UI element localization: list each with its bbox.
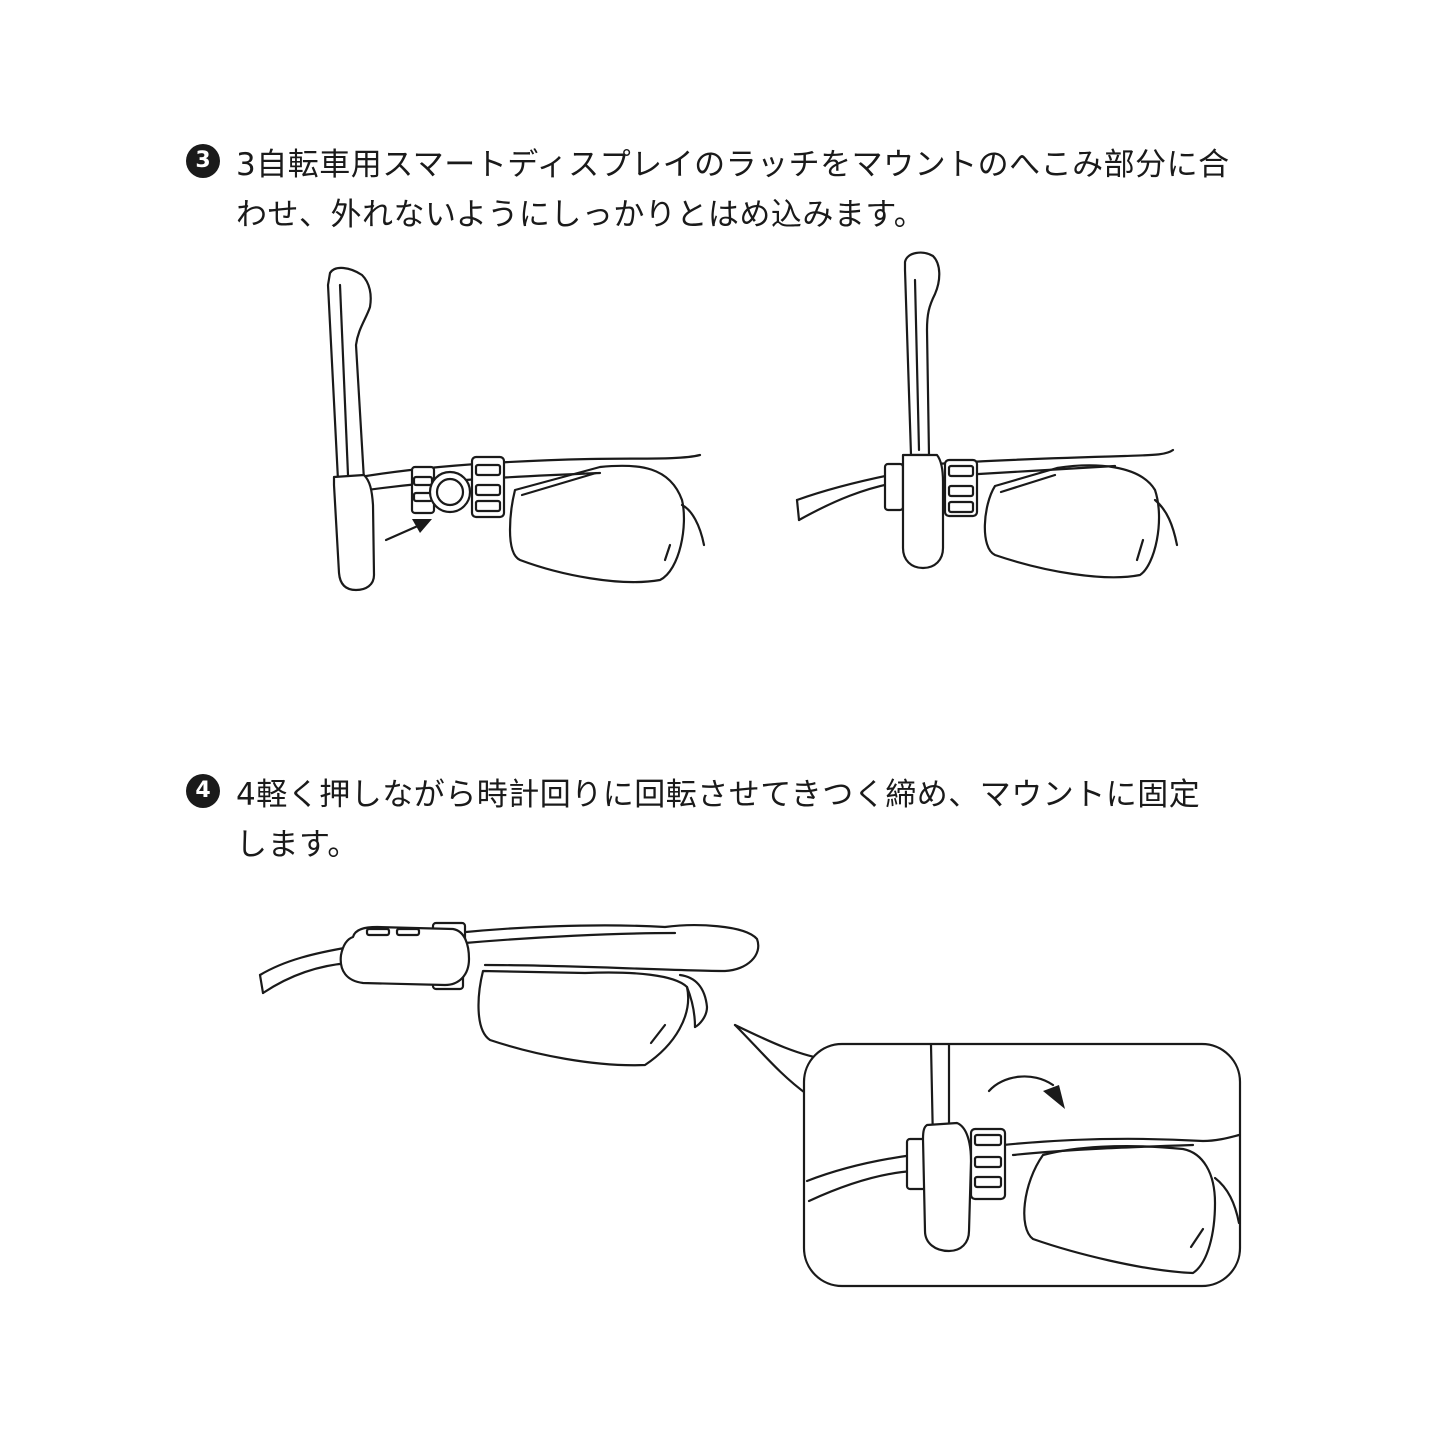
zoom-detail-panel bbox=[802, 1042, 1242, 1288]
step-3: 3 3自転車用スマートディスプレイのラッチをマウントのへこみ部分に合 わせ、外れ… bbox=[186, 140, 1296, 240]
step-3-line-1: 3自転車用スマートディスプレイのラッチをマウントのへこみ部分に合 bbox=[236, 147, 1230, 183]
step-4-illustration-glasses bbox=[258, 921, 760, 1067]
step-4-row: 4 4軽く押しながら時計回りに回転させてきつく締め、マウントに固定 します。 bbox=[186, 770, 1296, 870]
step-3-illustration-after bbox=[795, 251, 1179, 579]
step-3-line-2: わせ、外れないようにしっかりとはめ込みます。 bbox=[236, 197, 926, 233]
step-4-line-2: します。 bbox=[236, 827, 359, 863]
step-number-badge: 3 bbox=[186, 144, 220, 178]
step-3-row: 3 3自転車用スマートディスプレイのラッチをマウントのへこみ部分に合 わせ、外れ… bbox=[186, 140, 1296, 240]
step-4: 4 4軽く押しながら時計回りに回転させてきつく締め、マウントに固定 します。 bbox=[186, 770, 1296, 870]
step-3-text: 3自転車用スマートディスプレイのラッチをマウントのへこみ部分に合 わせ、外れない… bbox=[236, 140, 1230, 240]
step-number-badge: 4 bbox=[186, 774, 220, 808]
step-3-illustration-before bbox=[326, 266, 706, 592]
step-4-line-1: 4軽く押しながら時計回りに回転させてきつく締め、マウントに固定 bbox=[236, 777, 1201, 813]
step-4-text: 4軽く押しながら時計回りに回転させてきつく締め、マウントに固定 します。 bbox=[236, 770, 1200, 870]
